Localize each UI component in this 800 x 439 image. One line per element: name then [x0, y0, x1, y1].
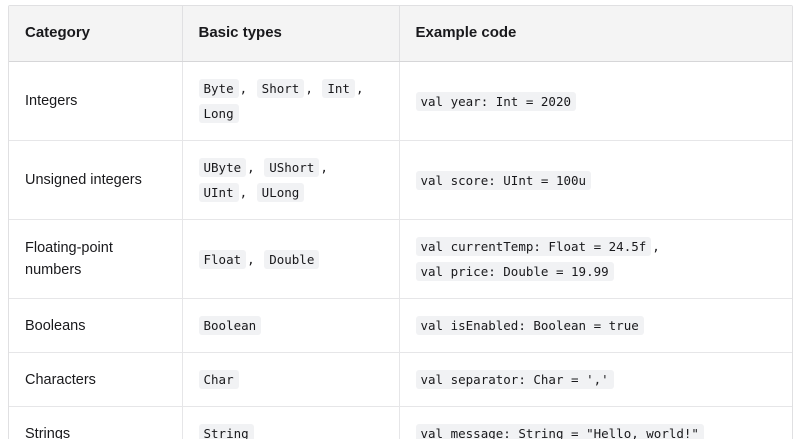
cell-example-code: val isEnabled: Boolean = true — [399, 298, 792, 353]
example-code-chip-list: val message: String = "Hello, world!" — [415, 421, 777, 439]
basic-types-chip-list: Boolean — [198, 313, 383, 338]
cell-category: Strings — [9, 406, 183, 439]
code-chip-type: Double — [264, 249, 320, 269]
cell-category: Characters — [9, 352, 183, 407]
cell-example-code: val year: Int = 2020 — [399, 61, 792, 141]
code-chip-example: val isEnabled: Boolean = true — [415, 316, 644, 335]
basic-types-chip-list: UByte, UShort, UInt, ULong — [198, 155, 383, 205]
code-chip-example: val message: String = "Hello, world!" — [415, 424, 704, 439]
code-chip-example: val price: Double = 19.99 — [415, 262, 614, 281]
example-code-chip-list: val currentTemp: Float = 24.5f, val pric… — [415, 234, 777, 284]
cell-example-code: val separator: Char = ',' — [399, 352, 792, 407]
cell-category: Unsigned integers — [9, 140, 183, 220]
code-chip-type: Boolean — [198, 316, 262, 335]
example-code-chip-list: val score: UInt = 100u — [415, 168, 777, 193]
code-chip-type: Byte — [198, 79, 239, 98]
basic-types-table-container: Category Basic types Example code Intege… — [8, 5, 793, 439]
code-chip-example: val score: UInt = 100u — [415, 170, 592, 190]
cell-basic-types: String — [182, 406, 400, 439]
table-body: Integers Byte, Short, Int, Long val year: … — [9, 61, 792, 439]
basic-types-table: Category Basic types Example code Intege… — [9, 6, 792, 439]
code-chip-type: Char — [198, 370, 239, 389]
table-header: Category Basic types Example code — [9, 6, 792, 62]
cell-example-code: val score: UInt = 100u — [399, 140, 792, 220]
table-row: Unsigned integers UByte, UShort, UInt, UL… — [9, 140, 792, 220]
column-header-example-code: Example code — [399, 6, 792, 62]
basic-types-chip-list: Char — [198, 367, 383, 392]
cell-basic-types: Char — [182, 352, 400, 407]
code-chip-type: Int — [322, 79, 355, 98]
code-chip-type: Long — [198, 104, 239, 123]
cell-basic-types: Byte, Short, Int, Long — [182, 61, 400, 141]
column-header-basic-types: Basic types — [182, 6, 400, 62]
basic-types-chip-list: Byte, Short, Int, Long — [198, 76, 383, 126]
chip-separator: , — [239, 185, 255, 200]
table-row: Floating-point numbers Float, Double val c… — [9, 219, 792, 299]
code-chip-type: String — [198, 424, 254, 439]
chip-separator: , — [247, 251, 263, 267]
cell-basic-types: UByte, UShort, UInt, ULong — [182, 140, 400, 220]
chip-separator: , — [355, 81, 364, 96]
column-header-category: Category — [9, 6, 183, 62]
chip-separator: , — [305, 81, 321, 96]
table-row: Integers Byte, Short, Int, Long val year: … — [9, 61, 792, 141]
code-chip-example: val currentTemp: Float = 24.5f — [415, 237, 652, 256]
table-row: Booleans Boolean val isEnabled: Boolean = … — [9, 298, 792, 353]
code-chip-type: ULong — [256, 183, 305, 202]
code-chip-example: val separator: Char = ',' — [415, 370, 614, 389]
cell-basic-types: Boolean — [182, 298, 400, 353]
basic-types-chip-list: String — [198, 421, 383, 439]
example-code-chip-list: val year: Int = 2020 — [415, 89, 777, 114]
chip-separator: , — [239, 81, 255, 96]
code-chip-type: UShort — [264, 158, 320, 177]
cell-category: Booleans — [9, 298, 183, 353]
cell-example-code: val message: String = "Hello, world!" — [399, 407, 792, 439]
chip-separator: , — [652, 239, 660, 254]
cell-category: Floating-point numbers — [9, 219, 183, 299]
code-chip-type: Short — [256, 79, 305, 98]
code-chip-type: Float — [198, 249, 247, 269]
basic-types-chip-list: Float, Double — [198, 247, 383, 272]
example-code-chip-list: val isEnabled: Boolean = true — [415, 313, 777, 338]
chip-separator: , — [247, 160, 263, 175]
chip-separator: , — [320, 160, 328, 175]
code-chip-example: val year: Int = 2020 — [415, 91, 577, 111]
cell-category: Integers — [9, 61, 183, 141]
table-header-row: Category Basic types Example code — [9, 6, 792, 62]
code-chip-type: UByte — [198, 158, 247, 177]
cell-example-code: val currentTemp: Float = 24.5f, val pric… — [399, 219, 792, 299]
example-code-chip-list: val separator: Char = ',' — [415, 367, 777, 392]
code-chip-type: UInt — [198, 183, 239, 202]
cell-basic-types: Float, Double — [182, 219, 400, 299]
table-row: Characters Char val separator: Char = ',' — [9, 352, 792, 407]
